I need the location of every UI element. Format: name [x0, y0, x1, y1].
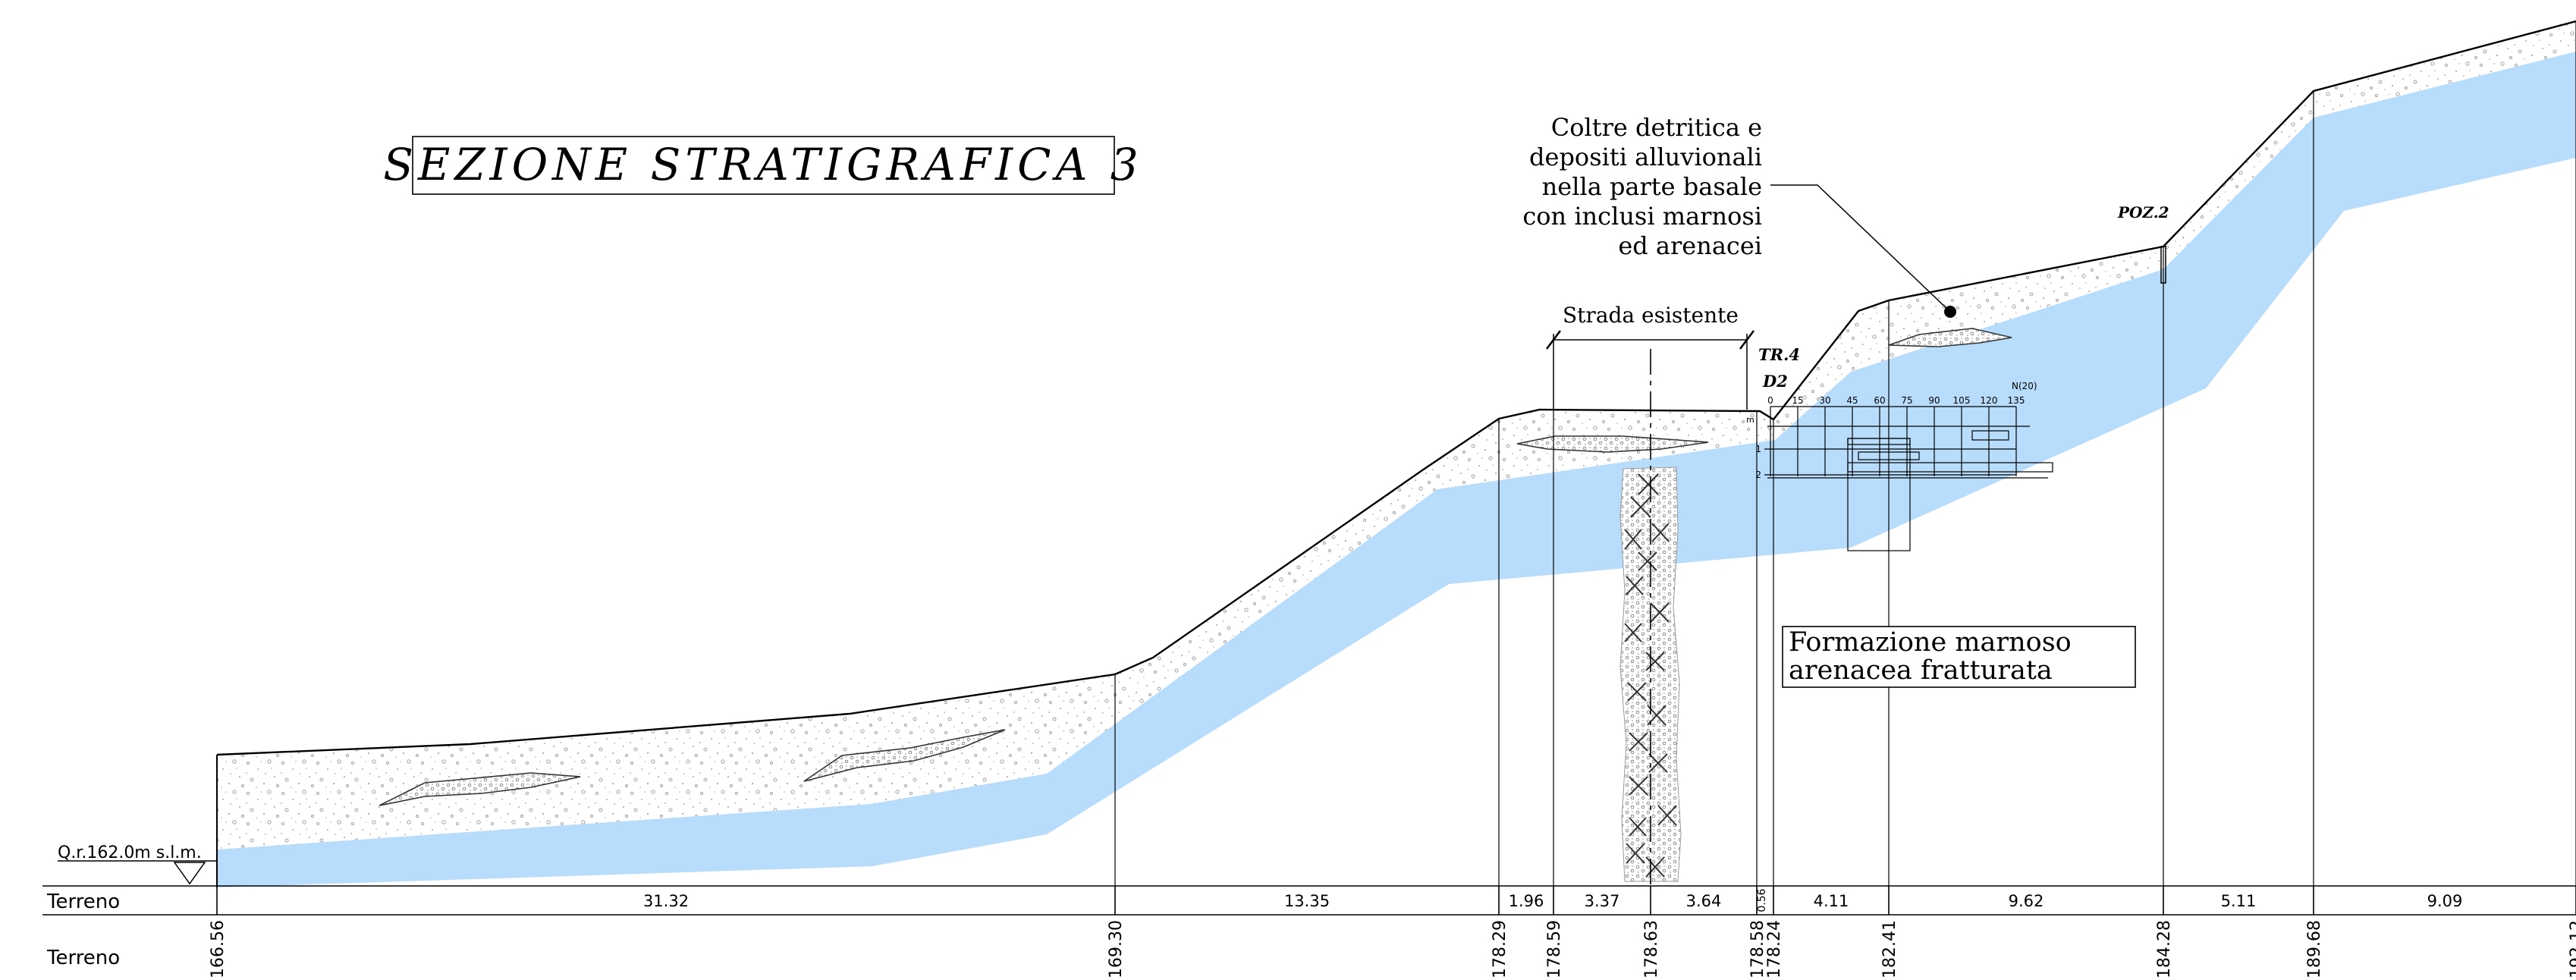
reference-level-triangle [173, 862, 206, 885]
penetrometer-scale-label: 90 [1928, 395, 1940, 406]
partial-distance-label: 0.56 [1756, 888, 1768, 912]
coltre-label-line-5: ed arenacei [1618, 231, 1762, 260]
penetrometer-graph: 0 15 30 45 60 75 90 105 120 135 1 2 N(20) m [1746, 381, 2053, 551]
partial-distance-label: 9.62 [2009, 892, 2044, 910]
penetrometer-scale-label: 135 [2008, 395, 2025, 406]
elevation-label: 166.56 [209, 920, 228, 978]
formazione-label-line-2: arenacea fratturata [1789, 655, 2053, 686]
partial-distance-label: 5.11 [2221, 892, 2257, 910]
elevation-label: 192.12 [2568, 920, 2576, 978]
formazione-label-line-1: Formazione marnoso [1789, 627, 2072, 658]
partial-distance-label: 3.37 [1585, 892, 1620, 910]
penetrometer-scale-label: 30 [1819, 395, 1830, 406]
marly-lens-2 [803, 729, 1006, 782]
road-dimension [1546, 330, 1755, 410]
rock-layer [217, 52, 2576, 887]
penetrometer-scale-label: 120 [1981, 395, 1998, 406]
elevation-label: 182.41 [1880, 920, 1899, 978]
poz2-well [2160, 246, 2166, 284]
title-box [412, 136, 1115, 195]
d2-label: D2 [1762, 372, 1788, 391]
penetrometer-depth-label: 2 [1755, 470, 1761, 480]
partial-distance-label: 31.32 [643, 892, 689, 910]
partial-distance-label: 9.09 [2427, 892, 2463, 910]
penetrometer-scale-label: 15 [1792, 395, 1803, 406]
page-title: SEZIONE STRATIGRAFICA 3 [383, 139, 1142, 190]
elevation-label: 189.68 [2305, 920, 2324, 978]
coltre-detritica-layer [217, 21, 2576, 850]
section-verticals [1114, 21, 2576, 886]
elevation-label: 178.24 [1765, 920, 1784, 978]
penetrometer-scale-label: 105 [1953, 395, 1971, 406]
ground-profile-line [216, 20, 2576, 756]
marly-lens-1 [379, 772, 581, 806]
penetrometer-scale-label: 75 [1901, 395, 1912, 406]
elevation-label: 169.30 [1107, 920, 1126, 978]
elevation-label: 178.58 [1748, 920, 1767, 978]
table-row-label-1: Terreno [46, 890, 120, 913]
marly-lens-4 [1888, 328, 2012, 347]
partial-distance-label: 4.11 [1814, 892, 1849, 910]
coltre-label-line-3: nella parte basale [1542, 172, 1762, 201]
penetrometer-scale-label: 45 [1846, 395, 1858, 406]
road-label: Strada esistente [1563, 303, 1739, 328]
elevation-label: 184.28 [2155, 920, 2174, 978]
penetrometer-depth-unit: m [1746, 415, 1755, 425]
partial-distance-label: 3.64 [1686, 892, 1722, 910]
elevation-label: 178.59 [1545, 920, 1564, 978]
coltre-annotation [1770, 184, 1956, 318]
reference-level-label: Q.r.162.0m s.l.m. [58, 843, 202, 862]
fracture-column [1619, 466, 1682, 882]
penetrometer-scale-label: 60 [1874, 395, 1885, 406]
coltre-label-line-4: con inclusi marnosi [1522, 202, 1762, 231]
tr4-label: TR.4 [1758, 345, 1800, 364]
penetrometer-unit: N(20) [2012, 381, 2037, 391]
coltre-label-line-2: depositi alluvionali [1529, 143, 1762, 171]
coltre-label-line-1: Coltre detritica e [1551, 113, 1762, 142]
poz2-label: POZ.2 [2117, 203, 2169, 221]
marly-lens-3 [1516, 435, 1709, 453]
elevation-label: 178.29 [1491, 920, 1509, 978]
formazione-label-box [1782, 626, 2136, 688]
fracture-marks [1624, 473, 1677, 878]
penetrometer-depth-label: 1 [1755, 444, 1761, 454]
elevation-label: 178.63 [1642, 920, 1661, 978]
partial-distance-label: 1.96 [1509, 892, 1544, 910]
penetrometer-scale-label: 0 [1767, 395, 1773, 406]
table-row-label-2: Terreno [46, 947, 120, 969]
partial-distance-label: 13.35 [1284, 892, 1330, 910]
